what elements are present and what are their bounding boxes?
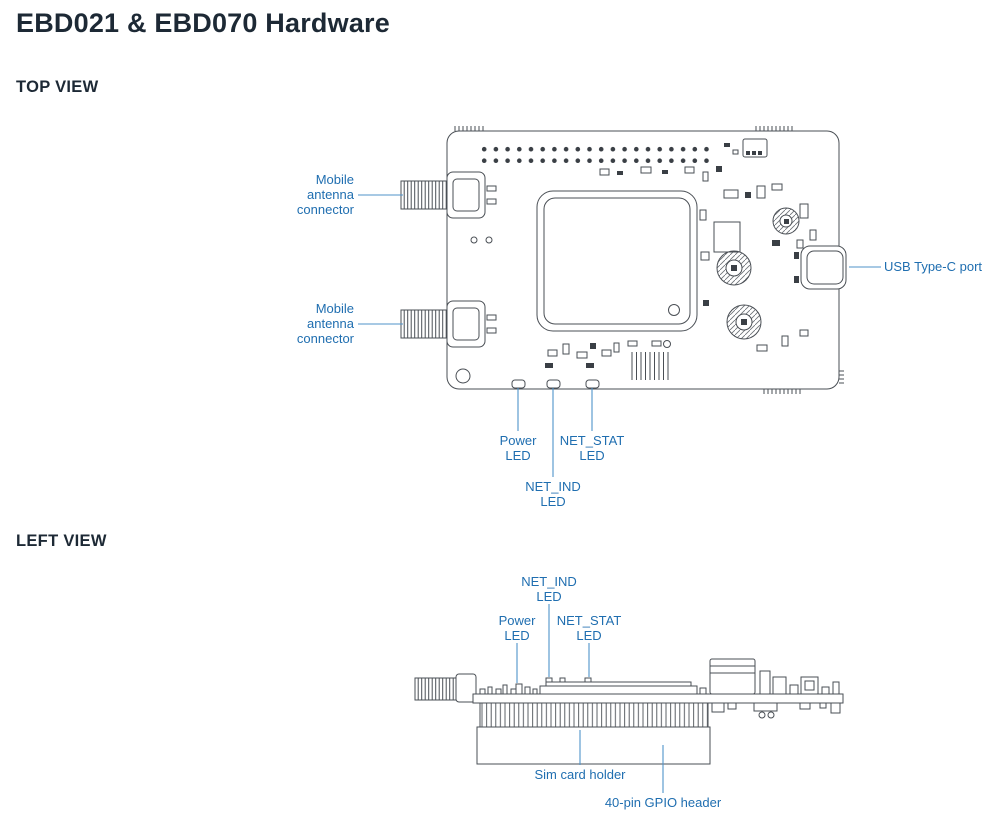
label-antenna-connector-bottom: Mobile antenna connector <box>296 301 354 346</box>
section-heading-left-view: LEFT VIEW <box>16 532 107 550</box>
label-antenna-connector-top: Mobile antenna connector <box>296 172 354 217</box>
top-view-board <box>400 126 847 394</box>
gpio-header-body <box>476 726 711 765</box>
label-power-led-top: Power LED <box>499 433 537 463</box>
net-ind-led <box>546 379 561 389</box>
smd-components <box>545 166 817 368</box>
net-stat-led <box>585 379 600 389</box>
left-view-board <box>414 658 844 765</box>
capacitor-3 <box>772 207 800 235</box>
header-pins <box>480 703 708 727</box>
label-gpio-header: 40-pin GPIO header <box>604 795 722 810</box>
label-sim-card-holder: Sim card holder <box>534 767 626 782</box>
pcb-profile <box>472 693 844 704</box>
label-net-ind-led-top: NET_IND LED <box>525 479 581 509</box>
antenna-connector-bottom <box>400 300 497 348</box>
label-net-stat-led-left: NET_STAT LED <box>556 613 622 643</box>
capacitor-1 <box>716 250 752 286</box>
chip <box>724 138 768 158</box>
module-shield-side <box>539 677 698 695</box>
power-led <box>511 379 526 389</box>
serpentine-trace <box>631 352 669 380</box>
label-power-led-left: Power LED <box>498 613 536 643</box>
gpio-holes <box>481 146 713 167</box>
label-net-ind-led-left: NET_IND LED <box>521 574 577 604</box>
capacitor-2 <box>726 304 762 340</box>
label-usb-type-c-port: USB Type-C port <box>884 259 983 274</box>
antenna-thread <box>414 677 459 701</box>
usb-type-c-port <box>794 245 847 290</box>
antenna-connector-top <box>400 171 497 219</box>
radio-module <box>536 190 698 332</box>
leader-lines <box>358 194 881 793</box>
page-title: EBD021 & EBD070 Hardware <box>16 8 390 38</box>
label-net-stat-led-top: NET_STAT LED <box>559 433 625 463</box>
section-heading-top-view: TOP VIEW <box>16 78 99 96</box>
